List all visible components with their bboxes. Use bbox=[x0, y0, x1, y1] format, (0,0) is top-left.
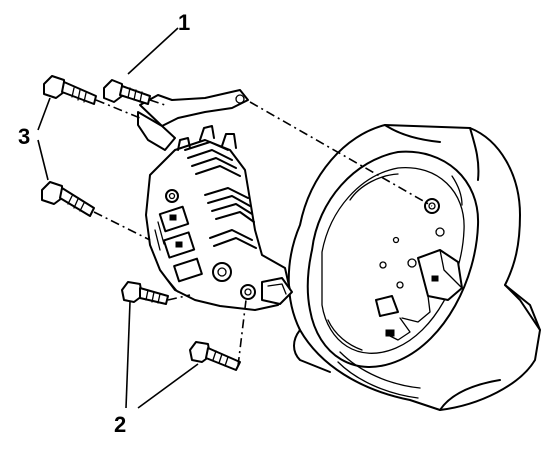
screw-1-top bbox=[103, 79, 151, 105]
screw-2-left bbox=[121, 281, 169, 305]
alignment-lines bbox=[93, 99, 433, 367]
leader-lines bbox=[37, 27, 199, 409]
screw-2-right bbox=[189, 341, 241, 371]
callout-1: 1 bbox=[178, 10, 190, 35]
callout-2: 2 bbox=[114, 412, 126, 437]
screw-3-lower bbox=[41, 181, 95, 217]
screw-3-upper bbox=[43, 75, 97, 105]
alternator-housing bbox=[287, 124, 541, 411]
rectifier-bridge bbox=[137, 89, 293, 311]
callout-3: 3 bbox=[18, 124, 30, 149]
